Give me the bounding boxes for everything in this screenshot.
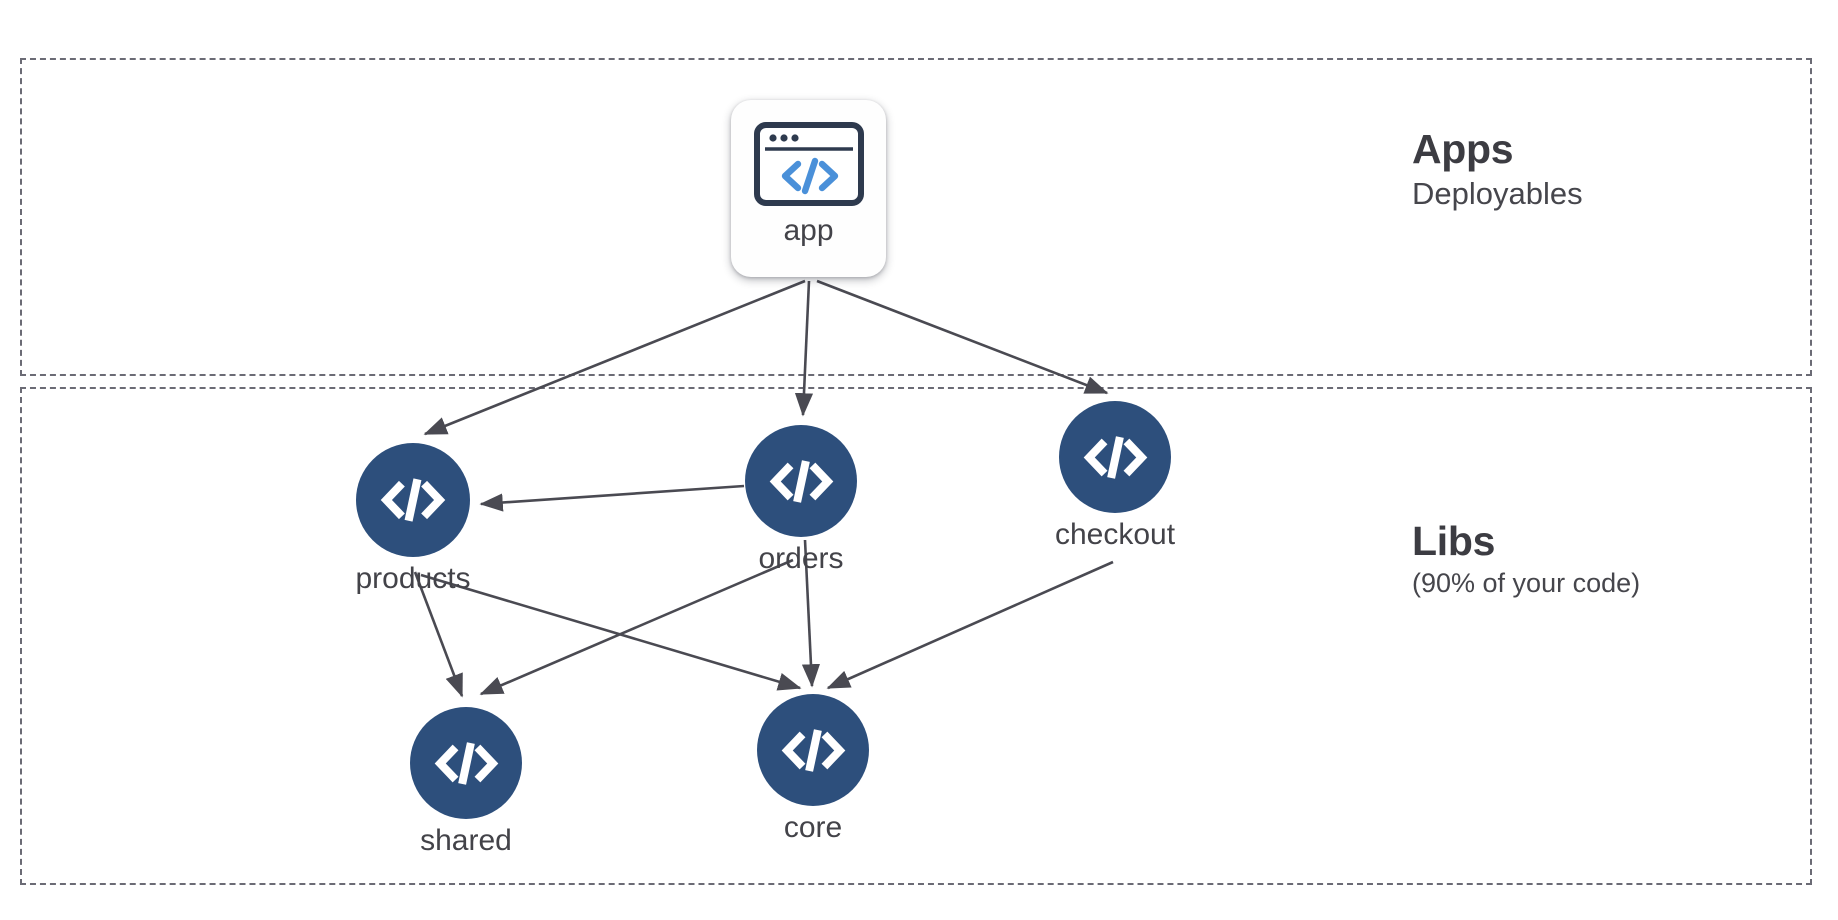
node-checkout[interactable]: checkout (1055, 401, 1175, 550)
node-products[interactable]: products (355, 443, 471, 595)
node-shared-label: shared (420, 824, 512, 857)
code-brackets-icon (1059, 401, 1171, 513)
code-brackets-icon (356, 443, 470, 557)
node-orders[interactable]: orders (745, 425, 857, 574)
libs-section-title: Libs (1412, 518, 1496, 564)
libs-section-box (20, 387, 1812, 885)
code-brackets-icon (745, 425, 857, 537)
code-brackets-icon (410, 707, 522, 819)
node-core-label: core (783, 811, 843, 844)
node-app-label: app (783, 214, 834, 247)
node-checkout-label: checkout (1054, 518, 1176, 551)
code-brackets-icon (757, 694, 869, 806)
libs-section-subtitle: (90% of your code) (1412, 568, 1641, 599)
apps-section-title: Apps (1412, 126, 1514, 172)
libs-section-caption: Libs (90% of your code) (1412, 518, 1641, 601)
node-core[interactable]: core (757, 694, 869, 843)
apps-section-box (20, 58, 1812, 376)
node-products-label: products (355, 562, 471, 595)
node-app[interactable]: app (731, 100, 886, 277)
node-shared[interactable]: shared (410, 707, 522, 856)
apps-section-caption: Apps Deployables (1412, 126, 1583, 214)
code-window-icon (753, 121, 865, 207)
node-orders-label: orders (758, 542, 844, 575)
apps-section-subtitle: Deployables (1412, 176, 1583, 212)
